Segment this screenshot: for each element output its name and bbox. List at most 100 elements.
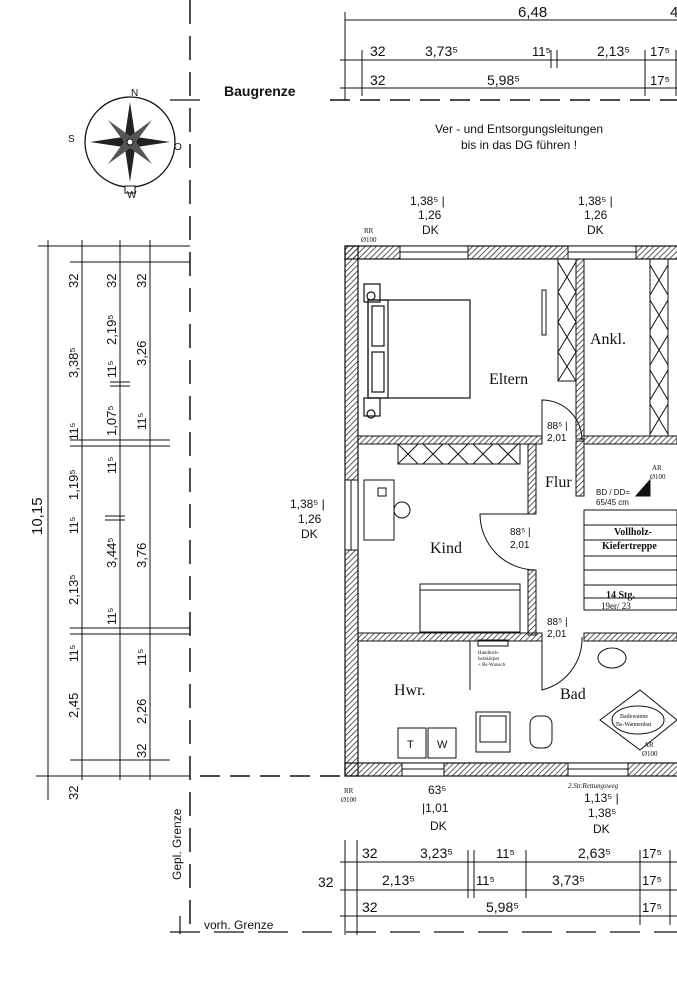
room-hwr: Hwr. (394, 682, 426, 699)
svg-text:1,38⁵ |: 1,38⁵ | (578, 194, 613, 208)
svg-text:3,44⁵: 3,44⁵ (104, 537, 119, 568)
rr-bottom-size: Ø100 (341, 796, 357, 804)
svg-text:2,01: 2,01 (547, 433, 567, 444)
vorh-grenze-label: vorh. Grenze (204, 918, 274, 932)
towel-label-3: + Bs-Wunsch (478, 663, 506, 668)
svg-text:2,13⁵: 2,13⁵ (66, 574, 81, 605)
hwr-appliances (397, 727, 457, 759)
window-kind-annotation: 1,38⁵ | 1,26 DK (290, 497, 325, 541)
svg-text:1,26: 1,26 (298, 512, 322, 526)
compass-south: S (68, 134, 75, 145)
bottom-dimensions (340, 840, 677, 935)
top-dim-2: 3,73⁵ (425, 43, 458, 59)
bottom-dim-6: 32 (318, 874, 334, 890)
bottom-dim-9: 3,73⁵ (552, 872, 585, 888)
bottom-dim-12: 5,98⁵ (486, 899, 519, 915)
svg-text:3,26: 3,26 (134, 341, 149, 366)
svg-text:1,38⁵ |: 1,38⁵ | (410, 194, 445, 208)
bottom-dim-13: 17⁵ (642, 900, 662, 915)
ar-bad-size: Ø100 (642, 750, 658, 758)
svg-text:32: 32 (66, 274, 81, 288)
left-overall-dim: 10,15 (29, 497, 46, 535)
compass-north: N (131, 88, 138, 99)
svg-text:DK: DK (422, 223, 439, 237)
svg-text:3,76: 3,76 (134, 543, 149, 568)
baugrenze-label: Baugrenze (224, 83, 296, 99)
top-dim-8: 17⁵ (650, 73, 670, 88)
svg-text:11⁵: 11⁵ (105, 457, 119, 474)
top-dim-1: 32 (370, 43, 386, 59)
ar-stair-label: AR (652, 464, 662, 472)
svg-text:11⁵: 11⁵ (135, 649, 149, 666)
svg-text:1,38⁵ |: 1,38⁵ | (290, 497, 325, 511)
stair-label-1: Vollholz- (614, 527, 652, 538)
svg-text:88⁵ |: 88⁵ | (547, 617, 568, 628)
washer-label: W (437, 739, 448, 751)
rr-bottom-label: RR (344, 787, 354, 795)
svg-text:2,45: 2,45 (66, 693, 81, 718)
svg-text:11⁵: 11⁵ (135, 413, 149, 430)
svg-text:32: 32 (104, 274, 119, 288)
window-bad-annotation: 1,13⁵ | 1,38⁵ DK (584, 791, 619, 836)
svg-text:|1,01: |1,01 (422, 801, 449, 815)
bottom-dim-2: 3,23⁵ (420, 845, 453, 861)
top-overall-dim: 6,48 (518, 4, 547, 21)
svg-text:11⁵: 11⁵ (105, 361, 119, 378)
svg-text:32: 32 (66, 786, 81, 800)
top-dim-3: 11⁵ (532, 44, 551, 59)
stair-steps: 14 Stg. (606, 590, 635, 601)
top-dim-7: 5,98⁵ (487, 72, 520, 88)
svg-text:1,38⁵: 1,38⁵ (588, 806, 616, 820)
room-flur: Flur (545, 474, 572, 491)
svg-text:11⁵: 11⁵ (105, 608, 119, 625)
window-eltern-annotation: 1,38⁵ | 1,26 DK (410, 194, 445, 237)
room-kind: Kind (430, 540, 462, 557)
towel-label: Handtuch- (478, 651, 499, 656)
svg-text:1,26: 1,26 (418, 208, 442, 222)
top-dimensions (340, 12, 677, 100)
window-ankl-annotation: 1,38⁵ | 1,26 DK (578, 194, 613, 237)
ar-stair-size: Ø100 (650, 473, 666, 481)
note-line-1: Ver - und Entsorgungsleitungen (435, 122, 603, 136)
svg-text:2,26: 2,26 (134, 699, 149, 724)
top-dim-4: 2,13⁵ (597, 43, 630, 59)
gepl-grenze-label: Gepl. Grenze (170, 808, 184, 880)
bottom-dim-10: 17⁵ (642, 873, 662, 888)
compass-west: W (127, 190, 137, 201)
top-dim-6: 32 (370, 72, 386, 88)
door-annotation-1: 88⁵ | 2,01 (547, 421, 568, 444)
svg-text:2,01: 2,01 (547, 629, 567, 640)
svg-text:1,26: 1,26 (584, 208, 608, 222)
bad-fixtures (469, 639, 677, 753)
svg-text:1,07⁵: 1,07⁵ (104, 405, 119, 436)
bd-label: BD / DD= (596, 488, 630, 497)
note-line-2: bis in das DG führen ! (461, 138, 577, 152)
door-annotation-2: 88⁵ | 2,01 (510, 527, 531, 551)
svg-text:1,19⁵: 1,19⁵ (66, 469, 81, 500)
svg-text:32: 32 (134, 744, 149, 758)
svg-text:DK: DK (301, 527, 318, 541)
left-dimensions (38, 240, 190, 800)
stair-label-2: Kiefertreppe (602, 541, 657, 552)
bottom-dim-4: 2,63⁵ (578, 845, 611, 861)
bottom-dim-8: 11⁵ (476, 873, 495, 888)
left-dim-col2: 32 2,19⁵ 11⁵ 1,07⁵ 11⁵ 3,44⁵ 11⁵ (104, 274, 119, 625)
rr-top-size: Ø100 (361, 236, 377, 244)
compass-icon (84, 96, 176, 194)
interior-walls (357, 258, 677, 642)
double-bed (363, 283, 471, 419)
compass-east: O (174, 142, 182, 153)
towel-label-2: heizkörper (478, 657, 500, 662)
stair-ratio: 19er/ 23 (601, 601, 631, 611)
ar-bad-label: AR (644, 741, 654, 749)
svg-text:63⁵: 63⁵ (428, 783, 446, 797)
top-overall-dim-cut: 4 (670, 4, 677, 21)
tub-label-2: Bs-Wannenbat (616, 722, 652, 728)
svg-text:1,13⁵ |: 1,13⁵ | (584, 791, 619, 805)
room-bad: Bad (560, 686, 586, 703)
window-hwr-annotation: 63⁵ |1,01 DK (422, 783, 449, 833)
svg-text:DK: DK (593, 822, 610, 836)
left-dim-col1: 32 3,38⁵ 11⁵ 1,19⁵ 11⁵ 2,13⁵ 11⁵ 2,45 32 (66, 274, 81, 800)
bottom-dim-1: 32 (362, 845, 378, 861)
dryer-label: T (407, 739, 414, 751)
